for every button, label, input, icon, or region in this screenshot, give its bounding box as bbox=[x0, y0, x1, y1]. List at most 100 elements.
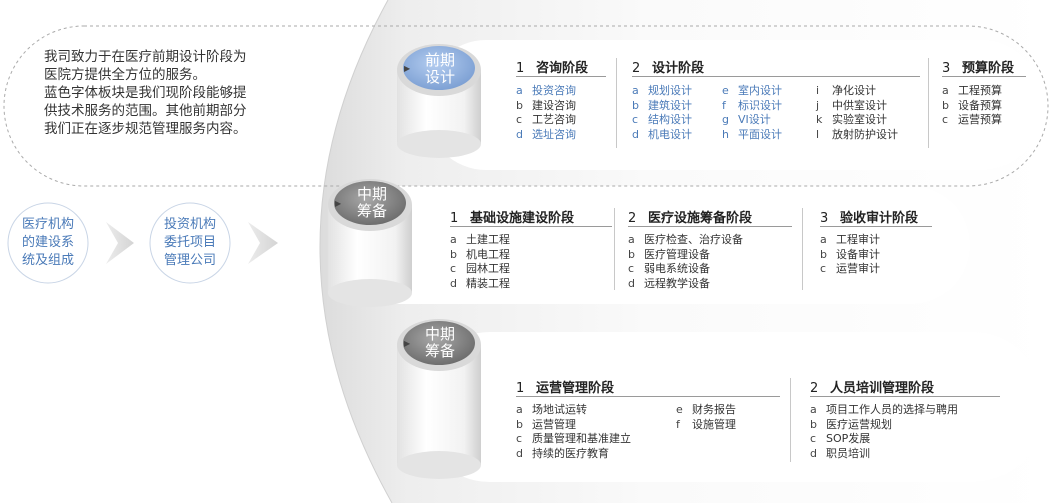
item-text: 场地试运转 bbox=[532, 403, 587, 416]
item-text: 规划设计 bbox=[648, 84, 692, 97]
item-text: 中供室设计 bbox=[832, 98, 887, 112]
section-number: 1 bbox=[450, 211, 459, 226]
item-letter: f bbox=[722, 98, 726, 112]
section-divider bbox=[928, 58, 929, 148]
triangle-marker-icon: ▶ bbox=[335, 199, 342, 208]
item-text: 土建工程 bbox=[466, 233, 510, 246]
item-letter: a bbox=[516, 403, 523, 416]
section-number: 2 bbox=[628, 211, 637, 226]
item-text: 设施管理 bbox=[692, 417, 736, 431]
item-letter: c bbox=[628, 262, 635, 276]
list-item: b 运营管理 bbox=[516, 418, 631, 433]
item-letter: d bbox=[450, 276, 457, 290]
dashed-outline bbox=[3, 25, 1049, 187]
chevron-right-icon bbox=[248, 222, 278, 264]
section-title-medical-facility: 2 医疗设施筹备阶段 bbox=[628, 207, 752, 226]
item-text: 远程教学设备 bbox=[644, 276, 710, 290]
item-letter: h bbox=[722, 127, 729, 141]
item-text: 设备审计 bbox=[836, 247, 880, 261]
stage-label-line: 中期 bbox=[356, 185, 387, 203]
item-letter: a bbox=[516, 84, 523, 97]
section-number: 2 bbox=[810, 381, 819, 396]
item-text: 项目工作人员的选择与聘用 bbox=[826, 403, 958, 416]
list-item: c SOP发展 bbox=[810, 432, 958, 447]
item-letter: d bbox=[516, 127, 523, 141]
item-text: 运营管理 bbox=[532, 417, 576, 431]
item-letter: b bbox=[810, 417, 817, 431]
item-letter: c bbox=[810, 432, 817, 446]
item-letter: c bbox=[516, 113, 523, 127]
item-letter: b bbox=[628, 247, 635, 261]
item-letter: a bbox=[942, 84, 949, 97]
item-text: 净化设计 bbox=[832, 84, 876, 97]
item-text: 持续的医疗教育 bbox=[532, 446, 609, 460]
stage-label-line: 前期 bbox=[424, 51, 455, 69]
item-text: 平面设计 bbox=[738, 127, 782, 141]
item-text: 选址咨询 bbox=[532, 127, 576, 141]
item-text: 财务报告 bbox=[692, 403, 736, 416]
triangle-marker-icon: ▶ bbox=[404, 339, 411, 348]
section-number: 1 bbox=[516, 61, 525, 76]
item-text: 弱电系统设备 bbox=[644, 262, 710, 276]
item-text: SOP发展 bbox=[826, 432, 871, 446]
cylinder-operation bbox=[397, 319, 481, 479]
intro-line: 我司致力于在医疗前期设计阶段为 bbox=[44, 49, 247, 65]
intro-line: 医院方提供全方位的服务。 bbox=[44, 67, 206, 83]
item-letter: b bbox=[632, 98, 639, 112]
stage-label-line: 设计 bbox=[424, 68, 455, 86]
circle-medical-institution bbox=[7, 202, 89, 284]
item-letter: b bbox=[516, 417, 523, 431]
section-divider bbox=[616, 58, 617, 148]
section-divider bbox=[802, 208, 803, 290]
item-text: 结构设计 bbox=[648, 113, 692, 127]
stage-label-mid-prep: 中期 筹备 bbox=[350, 186, 394, 220]
section-title-text: 验收审计阶段 bbox=[840, 211, 919, 226]
intro-line: 供技术服务的范围。其他前期部分 bbox=[44, 103, 247, 119]
item-letter: a bbox=[810, 403, 817, 416]
section-number: 3 bbox=[820, 211, 829, 226]
list-item: a 项目工作人员的选择与聘用 bbox=[810, 403, 958, 418]
section-divider bbox=[790, 378, 791, 462]
item-text: 精装工程 bbox=[466, 276, 510, 290]
item-text: 医疗检查、治疗设备 bbox=[644, 233, 743, 246]
item-letter: b bbox=[820, 247, 827, 261]
section-title-text: 医疗设施筹备阶段 bbox=[648, 211, 753, 226]
stage-label-early-design: 前期 设计 bbox=[418, 52, 462, 86]
item-letter: c bbox=[942, 113, 949, 127]
item-text: 室内设计 bbox=[738, 84, 782, 97]
item-text: 实验室设计 bbox=[832, 113, 887, 127]
item-text: 运营预算 bbox=[958, 113, 1002, 127]
item-text: 放射防护设计 bbox=[832, 127, 898, 141]
item-text: 医疗管理设备 bbox=[644, 247, 710, 261]
section-title-text: 人员培训管理阶段 bbox=[830, 381, 935, 396]
item-text: 机电工程 bbox=[466, 247, 510, 261]
item-letter: c bbox=[820, 262, 827, 276]
fan-arc bbox=[319, 0, 393, 503]
intro-text: 我司致力于在医疗前期设计阶段为 医院方提供全方位的服务。 蓝色字体板块是我们现阶… bbox=[44, 48, 284, 138]
list-item: f 设施管理 bbox=[676, 418, 736, 433]
item-letter: f bbox=[676, 417, 680, 431]
